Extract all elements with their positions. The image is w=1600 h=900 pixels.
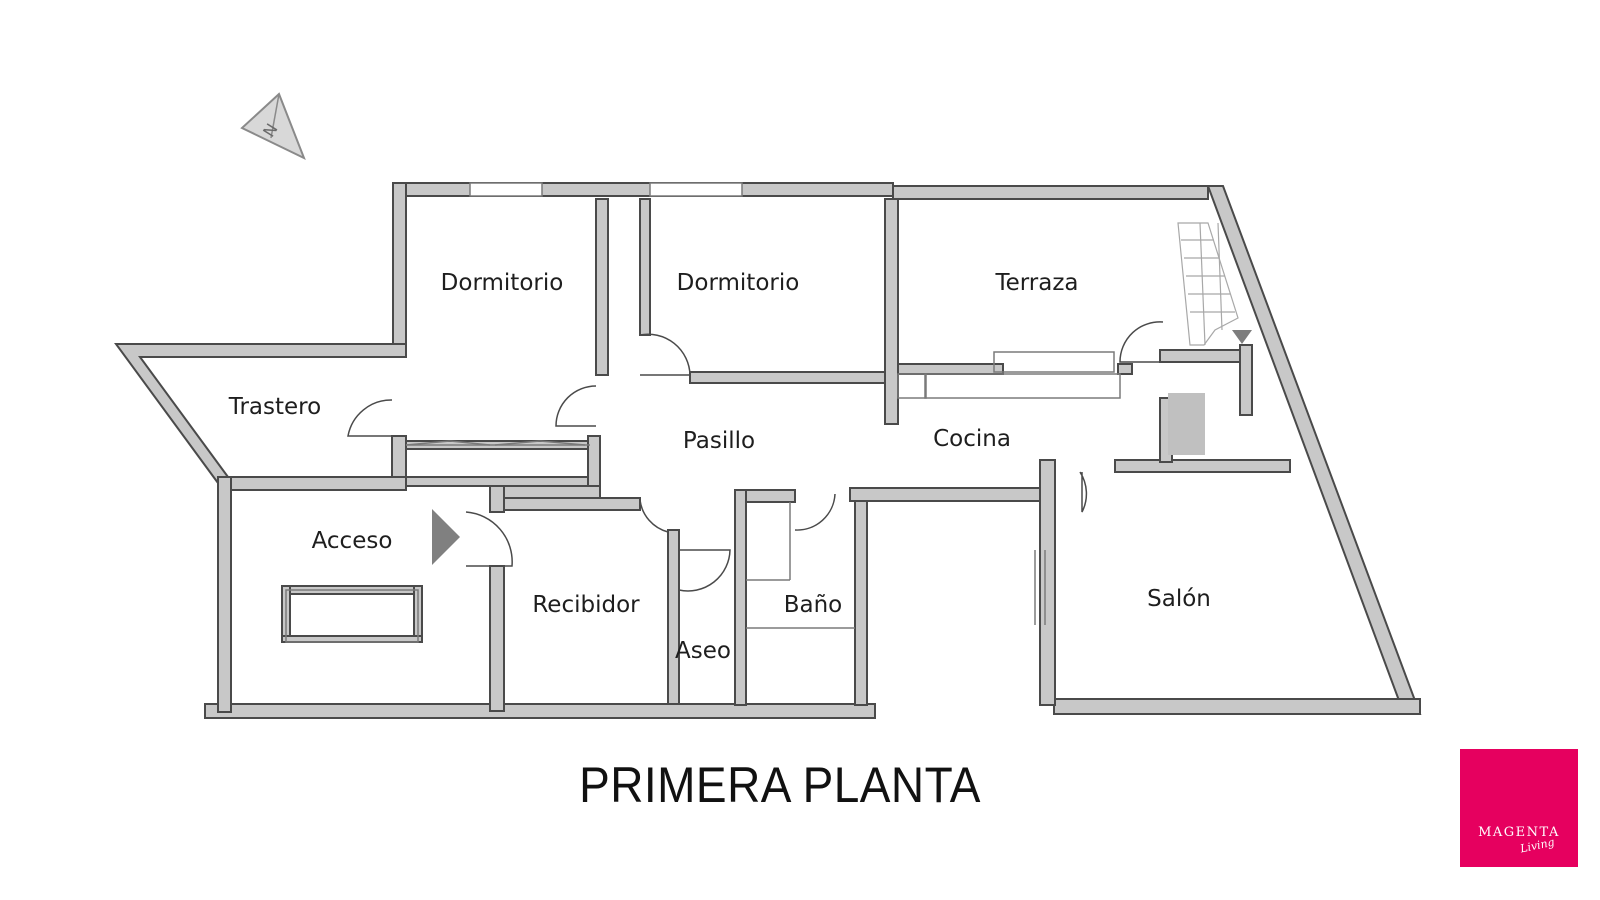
room-label-pasillo: Pasillo bbox=[683, 428, 755, 454]
room-labels: Dormitorio Dormitorio Terraza Trastero P… bbox=[228, 270, 1211, 664]
room-label-dormitorio-1: Dormitorio bbox=[441, 270, 564, 296]
wall-trastero-right bbox=[391, 435, 407, 478]
plan-title: PRIMERA PLANTA bbox=[579, 757, 981, 813]
room-label-cocina: Cocina bbox=[933, 426, 1011, 452]
wall-salon-top bbox=[1114, 459, 1291, 473]
kitchen-counter bbox=[924, 373, 1121, 399]
wall-cocina-bottom bbox=[849, 487, 1046, 502]
door-salon bbox=[1079, 471, 1088, 513]
wall-bottom-left bbox=[204, 703, 876, 719]
north-arrow: N bbox=[240, 92, 306, 161]
door-aseo bbox=[678, 549, 731, 592]
door-swings bbox=[347, 321, 1164, 592]
wall-top-left bbox=[392, 182, 894, 197]
room-label-trastero: Trastero bbox=[228, 394, 321, 420]
door-dorm2 bbox=[639, 333, 691, 376]
closet-door-2 bbox=[449, 440, 491, 446]
wall-acceso-upper-right bbox=[489, 485, 505, 513]
logo-brand-text: MAGENTA bbox=[1478, 825, 1560, 840]
counter-bottom bbox=[281, 635, 423, 643]
wall-terraza-left bbox=[884, 198, 899, 425]
wall-recibidor-top bbox=[503, 497, 641, 511]
walls bbox=[114, 182, 1422, 719]
wall-stair-top bbox=[1159, 349, 1241, 363]
room-label-aseo: Aseo bbox=[675, 638, 731, 664]
wall-dorm-divider bbox=[595, 198, 609, 376]
closet-door-1 bbox=[405, 440, 451, 446]
door-terraza bbox=[1119, 321, 1164, 363]
wall-acceso-left bbox=[217, 476, 232, 713]
closet-door-3 bbox=[494, 440, 541, 446]
brand-logo: MAGENTA Living bbox=[1460, 749, 1578, 867]
window-2 bbox=[649, 182, 743, 197]
kitchen-appliance bbox=[1168, 393, 1205, 455]
door-bano bbox=[794, 493, 836, 531]
wall-salon-left bbox=[1039, 459, 1056, 706]
fixtures bbox=[285, 182, 1205, 643]
wall-recibidor-right bbox=[667, 529, 680, 705]
wall-terraza-bottom bbox=[897, 363, 1004, 375]
wall-top-right bbox=[892, 185, 1209, 200]
wall-bano-right bbox=[854, 499, 868, 706]
room-label-salon: Salón bbox=[1147, 586, 1211, 612]
staircase bbox=[1177, 222, 1252, 346]
wall-recibidor-left bbox=[489, 565, 505, 712]
room-label-acceso: Acceso bbox=[312, 528, 393, 554]
stair-arrow-icon bbox=[1232, 330, 1252, 344]
wall-closet-right bbox=[587, 435, 601, 487]
wall-stair-side bbox=[1239, 344, 1253, 416]
wall-right-diagonal bbox=[1206, 185, 1422, 715]
wall-bottom-right bbox=[1053, 698, 1421, 715]
wall-trastero-bottom bbox=[217, 476, 407, 491]
room-label-dormitorio-2: Dormitorio bbox=[677, 270, 800, 296]
wall-dorm2-left bbox=[639, 198, 651, 336]
wall-aseo-right bbox=[734, 489, 747, 706]
closet-door-4 bbox=[539, 440, 586, 446]
door-trastero bbox=[347, 399, 393, 437]
wall-closet-bottom bbox=[405, 476, 597, 487]
wall-left-upper bbox=[392, 182, 407, 347]
room-label-recibidor: Recibidor bbox=[532, 592, 640, 618]
window-1 bbox=[469, 182, 543, 197]
room-label-bano: Baño bbox=[784, 592, 843, 618]
entry-arrow-icon bbox=[432, 509, 460, 565]
kitchen-counter-end bbox=[897, 373, 927, 399]
door-dorm1 bbox=[555, 385, 597, 427]
door-recibidor bbox=[639, 499, 669, 533]
terraza-planter bbox=[993, 351, 1115, 373]
room-label-terraza: Terraza bbox=[994, 270, 1078, 296]
acceso-counter-inner bbox=[285, 589, 419, 643]
wall-hall-step bbox=[489, 485, 601, 499]
wall-dorm2-bottom bbox=[689, 371, 896, 384]
door-acceso bbox=[465, 511, 513, 567]
wall-terraza-bottom-right bbox=[1117, 363, 1133, 375]
